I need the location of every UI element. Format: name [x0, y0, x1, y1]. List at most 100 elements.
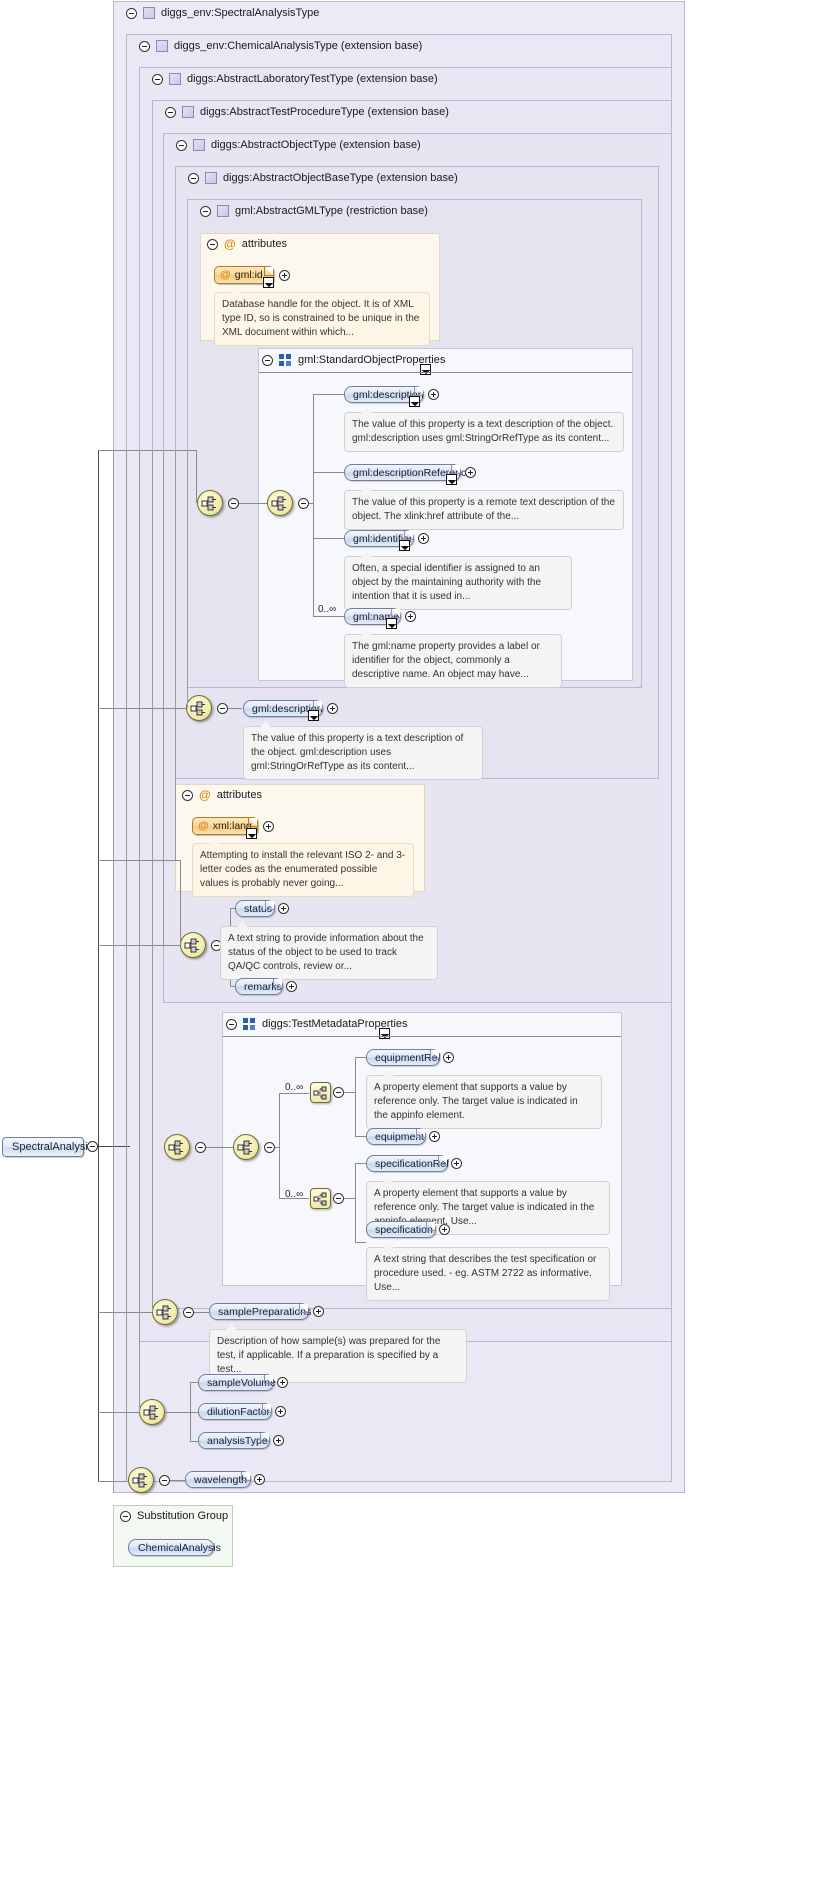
element-label: gml:identifier: [353, 532, 413, 545]
substitution-group-header[interactable]: Substitution Group: [120, 1510, 228, 1522]
external-link-icon[interactable]: [386, 618, 397, 629]
element-samplepreparations[interactable]: samplePreparations: [209, 1303, 311, 1320]
collapse-icon[interactable]: [183, 1307, 194, 1318]
expand-icon[interactable]: [443, 1052, 454, 1063]
collapse-icon[interactable]: [333, 1087, 344, 1098]
collapse-icon[interactable]: [165, 106, 176, 118]
expand-icon[interactable]: [275, 1406, 286, 1417]
expand-icon[interactable]: [286, 981, 297, 992]
sequence-node-objecttype[interactable]: [180, 932, 206, 958]
guide-line: [163, 450, 164, 945]
collapse-icon[interactable]: [217, 703, 228, 714]
collapse-icon[interactable]: [87, 1141, 98, 1152]
element-specificationref[interactable]: specificationRef: [366, 1155, 449, 1172]
element-dilutionfactor[interactable]: dilutionFactor: [198, 1403, 272, 1420]
group-header-testmetadataproperties[interactable]: diggs:TestMetadataProperties: [226, 1013, 408, 1035]
expand-icon[interactable]: [327, 703, 338, 714]
element-analysistype[interactable]: analysisType: [198, 1432, 270, 1449]
element-equipment[interactable]: equipment: [366, 1128, 426, 1145]
type-header[interactable]: diggs:AbstractLaboratoryTestType (extens…: [146, 68, 438, 90]
expand-icon[interactable]: [273, 1435, 284, 1446]
element-wavelength[interactable]: wavelength: [185, 1471, 251, 1488]
type-label: diggs:AbstractObjectType (extension base…: [211, 139, 421, 151]
element-specification[interactable]: specification: [366, 1221, 436, 1238]
sequence-node-objectbase[interactable]: [186, 695, 212, 721]
element-gml-description-outer[interactable]: gml:description: [243, 700, 323, 717]
collapse-icon[interactable]: [333, 1193, 344, 1204]
attribute-gml-id[interactable]: @ gml:id: [214, 266, 274, 284]
sequence-node-tmp[interactable]: [233, 1134, 259, 1160]
expand-icon[interactable]: [439, 1224, 450, 1235]
collapse-icon[interactable]: [182, 789, 193, 801]
element-status[interactable]: status: [235, 900, 275, 917]
sequence-node-gmltype[interactable]: [197, 490, 223, 516]
expand-icon[interactable]: [429, 1131, 440, 1142]
choice-node-specification[interactable]: [310, 1188, 331, 1209]
root-element-spectralanalysis[interactable]: SpectralAnalysis: [2, 1137, 93, 1157]
expand-icon[interactable]: [428, 389, 439, 400]
collapse-icon[interactable]: [262, 354, 273, 366]
substitution-group-label: Substitution Group: [137, 1510, 229, 1522]
attribute-xml-lang[interactable]: @ xml:lang: [192, 817, 258, 835]
external-link-icon[interactable]: [446, 474, 457, 485]
collapse-icon[interactable]: [188, 172, 199, 184]
external-link-icon[interactable]: [409, 396, 420, 407]
type-header[interactable]: gml:AbstractGMLType (restriction base): [194, 200, 428, 222]
type-header[interactable]: diggs:AbstractObjectBaseType (extension …: [182, 167, 458, 189]
external-link-icon[interactable]: [420, 364, 431, 375]
collapse-icon[interactable]: [120, 1510, 131, 1522]
expand-icon[interactable]: [451, 1158, 462, 1169]
attributes-header[interactable]: @ attributes: [182, 789, 262, 801]
collapse-icon[interactable]: [176, 139, 187, 151]
expand-icon[interactable]: [405, 611, 416, 622]
collapse-icon[interactable]: [298, 498, 309, 509]
sequence-node-chemicalanalysis[interactable]: [139, 1399, 165, 1425]
expand-icon[interactable]: [465, 467, 476, 478]
collapse-icon[interactable]: [195, 1142, 206, 1153]
element-equipmentref[interactable]: equipmentRef: [366, 1049, 440, 1066]
external-link-icon[interactable]: [263, 277, 274, 288]
collapse-icon[interactable]: [200, 205, 211, 217]
collapse-icon[interactable]: [126, 7, 137, 19]
root-trunk: [98, 450, 99, 1482]
expand-icon[interactable]: [313, 1306, 324, 1317]
external-link-icon[interactable]: [308, 710, 319, 721]
documentation-status: A text string to provide information abo…: [220, 921, 438, 980]
external-link-icon[interactable]: [246, 828, 257, 839]
sequence-node-testproc[interactable]: [164, 1134, 190, 1160]
element-remarks[interactable]: remarks: [235, 978, 283, 995]
expand-icon[interactable]: [254, 1474, 265, 1485]
collapse-icon[interactable]: [139, 40, 150, 52]
collapse-icon[interactable]: [264, 1142, 275, 1153]
substitution-element-chemicalanalysis[interactable]: ChemicalAnalysis: [128, 1539, 221, 1556]
sequence-node-sop[interactable]: [267, 490, 293, 516]
collapse-icon[interactable]: [159, 1475, 170, 1486]
type-header[interactable]: diggs:AbstractTestProcedureType (extensi…: [159, 101, 449, 123]
element-gml-identifier[interactable]: gml:identifier: [344, 530, 414, 547]
choice-node-equipment[interactable]: [310, 1082, 331, 1103]
expand-icon[interactable]: [278, 903, 289, 914]
sequence-node-samplepreparations[interactable]: [152, 1299, 178, 1325]
external-link-icon[interactable]: [399, 540, 410, 551]
element-samplevolume[interactable]: sampleVolume: [198, 1374, 276, 1391]
attributes-header[interactable]: @ attributes: [207, 238, 287, 250]
sequence-node-wavelength[interactable]: [128, 1467, 154, 1493]
collapse-icon[interactable]: [207, 238, 218, 250]
at-sign-icon: @: [199, 788, 211, 802]
expand-icon[interactable]: [277, 1377, 288, 1388]
model-group-icon: [243, 1018, 256, 1030]
type-header[interactable]: diggs_env:SpectralAnalysisType: [120, 2, 319, 24]
type-header[interactable]: diggs_env:ChemicalAnalysisType (extensio…: [133, 35, 422, 57]
external-link-icon[interactable]: [379, 1028, 390, 1039]
type-header[interactable]: diggs:AbstractObjectType (extension base…: [170, 134, 421, 156]
expand-icon[interactable]: [263, 821, 274, 832]
element-gml-descriptionreference[interactable]: gml:descriptionReference: [344, 464, 472, 481]
collapse-icon[interactable]: [226, 1018, 237, 1030]
tree-line: [355, 1163, 356, 1243]
group-header-standardobjectproperties[interactable]: gml:StandardObjectProperties: [262, 349, 445, 371]
expand-icon[interactable]: [418, 533, 429, 544]
collapse-icon[interactable]: [152, 73, 163, 85]
expand-icon[interactable]: [279, 270, 290, 281]
collapse-icon[interactable]: [228, 498, 239, 509]
element-gml-description[interactable]: gml:description: [344, 386, 424, 403]
